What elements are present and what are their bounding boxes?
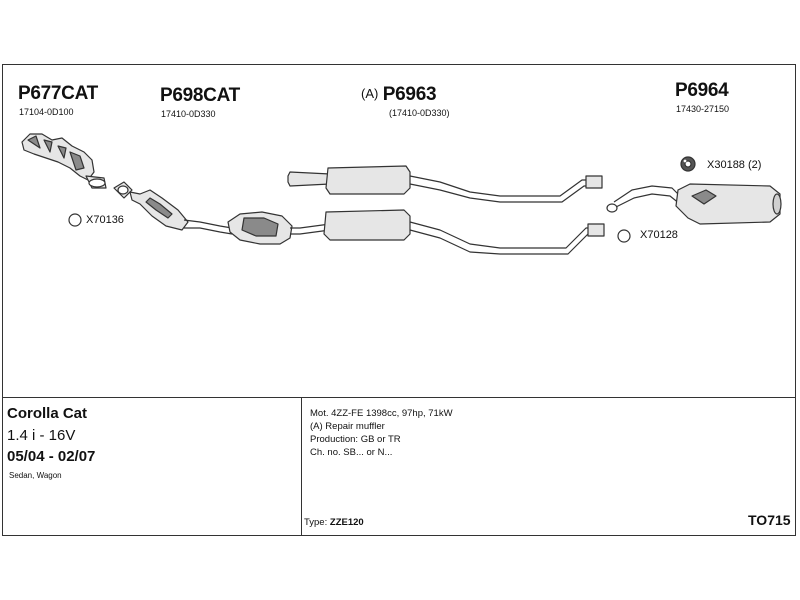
spec-line-repair: (A) Repair muffler	[310, 421, 385, 432]
accessory-x70136[interactable]: X70136	[86, 214, 124, 226]
manifold-part-p677cat	[21, 133, 107, 189]
spec-line-chassis: Ch. no. SB... or N...	[310, 447, 393, 458]
type-value: ZZE120	[329, 517, 364, 528]
part-variant-prefix: (A)	[361, 86, 379, 101]
section-divider	[2, 397, 796, 398]
vehicle-type: Type: ZZE120	[304, 516, 364, 529]
spec-line-production: Production: GB or TR	[310, 434, 401, 445]
diagram-code: TO715	[748, 512, 791, 528]
part-ref-p698cat: 17410-0D330	[161, 109, 216, 119]
catalyst-part-p698cat	[113, 181, 331, 245]
part-ref-p6964: 17430-27150	[676, 104, 730, 114]
production-years: 05/04 - 02/07	[7, 448, 96, 465]
ring-gasket-icon	[68, 213, 82, 227]
diagram-frame	[2, 64, 796, 536]
accessory-x30188[interactable]: X30188 (2)	[707, 159, 762, 171]
part-number-p677cat[interactable]: P677CAT	[18, 83, 98, 104]
part-number-p6963: P6963	[382, 84, 437, 105]
middle-muffler-upper-p6963	[287, 165, 603, 203]
rear-muffler-p6964	[613, 183, 782, 225]
info-divider	[301, 397, 302, 536]
vehicle-model: Corolla Cat	[7, 405, 88, 422]
part-ref-p677cat: 17104-0D100	[19, 107, 74, 117]
part-number-p698cat[interactable]: P698CAT	[160, 85, 240, 106]
spec-line-engine: Mot. 4ZZ-FE 1398cc, 97hp, 71kW	[310, 408, 453, 419]
spec-notes: Mot. 4ZZ-FE 1398cc, 97hp, 71kW (A) Repai…	[310, 407, 453, 459]
ring-gasket-icon	[617, 229, 631, 243]
middle-muffler-lower-p6963	[323, 209, 605, 255]
part-label-p6963[interactable]: (A) P6963	[361, 84, 437, 106]
accessory-x70128[interactable]: X70128	[640, 229, 678, 241]
flange-gasket-icon	[606, 203, 618, 213]
body-types: Sedan, Wagon	[9, 471, 62, 480]
hanger-rubber-icon	[680, 156, 696, 172]
part-ref-p6963: (17410-0D330)	[389, 108, 450, 118]
vehicle-engine: 1.4 i - 16V	[7, 427, 76, 444]
type-label: Type:	[304, 517, 328, 528]
part-number-p6964[interactable]: P6964	[675, 80, 729, 101]
